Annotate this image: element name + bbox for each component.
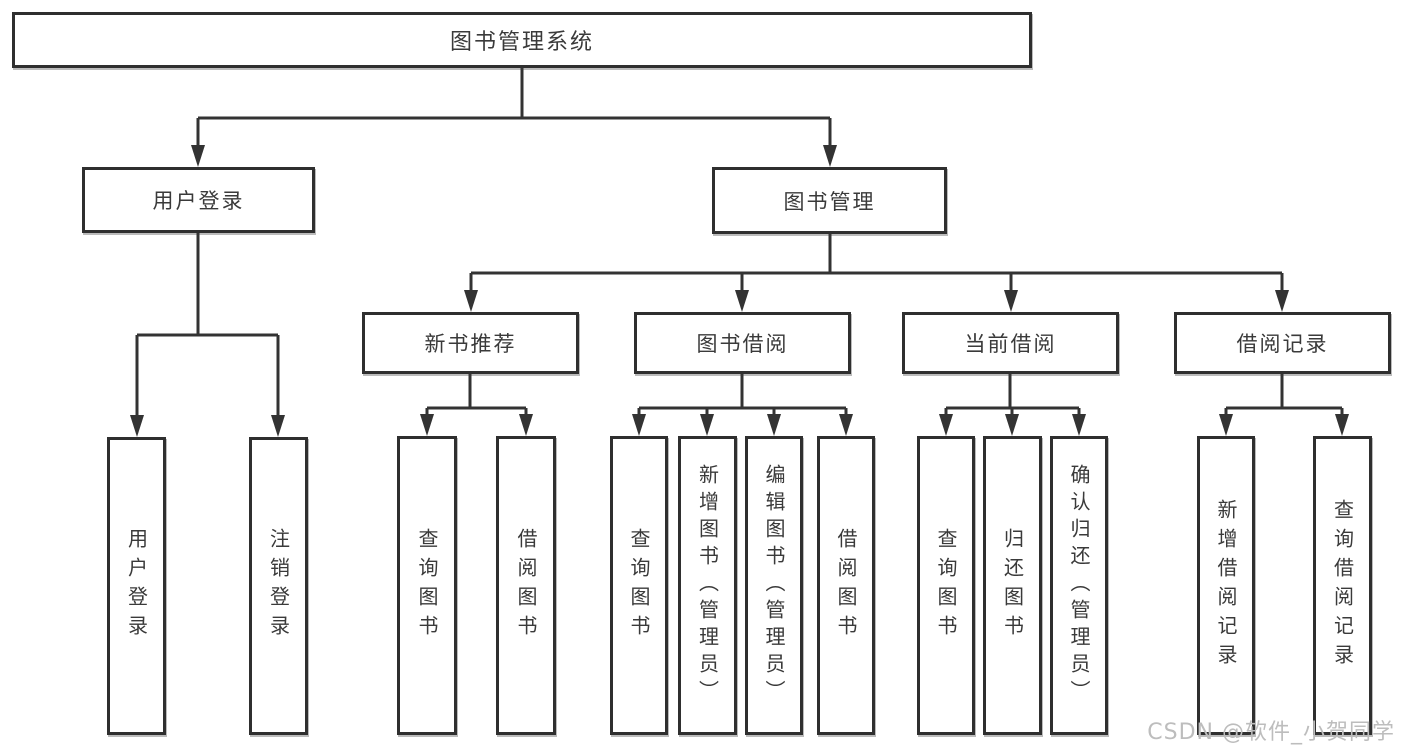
leaf-bb-borrow-books: 借阅图书 (817, 436, 875, 735)
leaf-rec-borrow-books-label: 借阅图书 (514, 527, 538, 644)
leaf-bb-add-books-admin: 新增图书（管理员） (678, 436, 737, 735)
node-new-book-recommend: 新书推荐 (362, 312, 579, 374)
leaf-cb-confirm-return-admin-label: 确认归还（管理员） (1067, 464, 1091, 707)
leaf-br-add-record: 新增借阅记录 (1197, 436, 1255, 735)
node-current-borrow: 当前借阅 (902, 312, 1119, 374)
leaf-cb-confirm-return-admin: 确认归还（管理员） (1050, 436, 1108, 735)
node-book-borrow: 图书借阅 (634, 312, 851, 374)
leaf-br-add-record-label: 新增借阅记录 (1214, 498, 1238, 673)
node-root: 图书管理系统 (12, 12, 1032, 68)
leaf-bb-query-books: 查询图书 (610, 436, 668, 735)
leaf-user-login: 用户登录 (107, 437, 166, 735)
leaf-bb-add-books-admin-label: 新增图书（管理员） (695, 464, 720, 707)
leaf-bb-query-books-label: 查询图书 (627, 527, 651, 644)
node-borrow-records: 借阅记录 (1174, 312, 1391, 374)
leaf-user-login-label: 用户登录 (124, 528, 149, 644)
leaf-rec-borrow-books: 借阅图书 (496, 436, 556, 735)
leaf-rec-query-books: 查询图书 (397, 436, 457, 735)
leaf-logout: 注销登录 (249, 437, 308, 735)
leaf-cb-query-books-label: 查询图书 (934, 527, 958, 644)
node-user-login: 用户登录 (82, 167, 315, 233)
node-book-management: 图书管理 (712, 167, 947, 234)
leaf-bb-edit-books-admin: 编辑图书（管理员） (745, 436, 803, 735)
leaf-cb-return-books-label: 归还图书 (1000, 527, 1025, 644)
leaf-bb-borrow-books-label: 借阅图书 (834, 527, 858, 644)
leaf-br-query-record: 查询借阅记录 (1313, 436, 1372, 735)
csdn-watermark: CSDN @软件_小贺同学 (1147, 720, 1395, 745)
leaf-cb-return-books: 归还图书 (983, 436, 1042, 735)
leaf-bb-edit-books-admin-label: 编辑图书（管理员） (762, 464, 786, 707)
leaf-rec-query-books-label: 查询图书 (415, 527, 439, 644)
leaf-logout-label: 注销登录 (266, 528, 291, 644)
leaf-cb-query-books: 查询图书 (917, 436, 975, 735)
leaf-br-query-record-label: 查询借阅记录 (1330, 498, 1355, 673)
